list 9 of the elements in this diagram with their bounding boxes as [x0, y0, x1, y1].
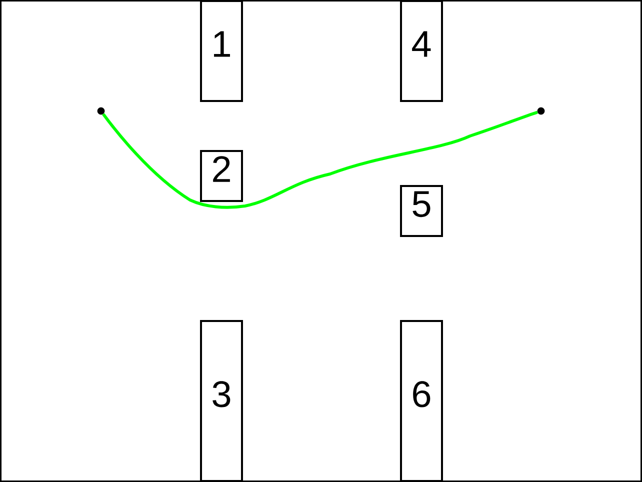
numbered-box: 3 — [200, 320, 243, 482]
numbered-box: 5 — [400, 185, 443, 237]
dot — [537, 107, 545, 115]
curved-line — [102, 110, 538, 209]
numbered-box: 6 — [400, 320, 443, 482]
numbered-box: 2 — [200, 150, 243, 202]
dot — [97, 107, 105, 115]
numbered-box: 1 — [200, 0, 243, 102]
numbered-box: 4 — [400, 0, 443, 102]
